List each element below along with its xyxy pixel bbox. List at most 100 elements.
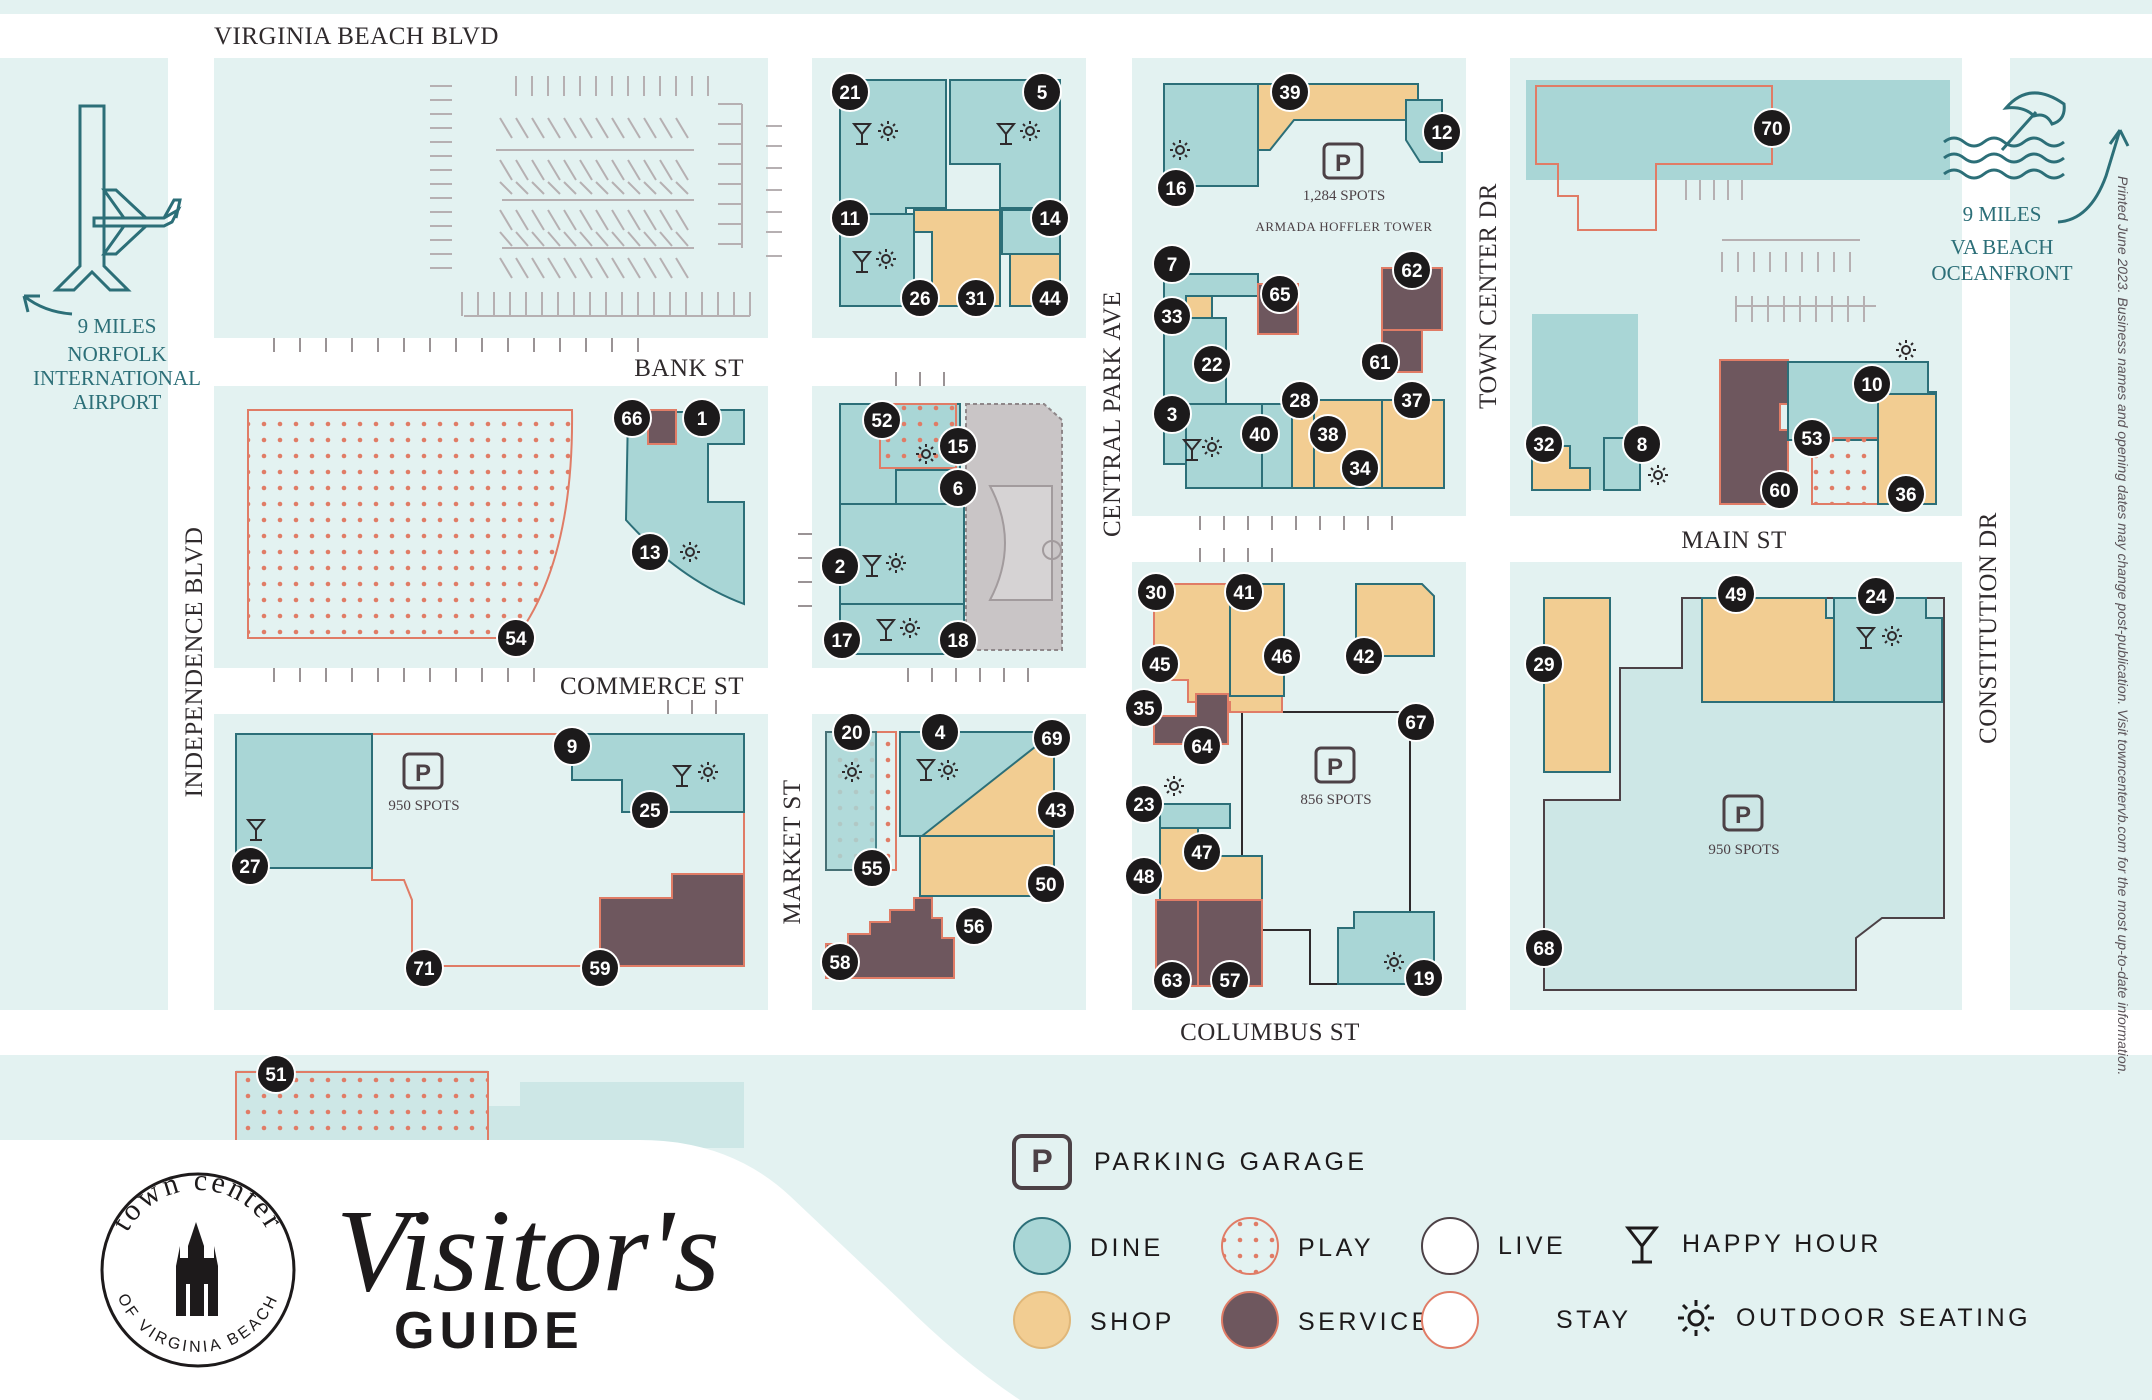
marker-17[interactable]: 17 — [822, 620, 862, 660]
marker-55[interactable]: 55 — [852, 848, 892, 888]
marker-66[interactable]: 66 — [612, 398, 652, 438]
marker-badge[interactable] — [1030, 198, 1070, 238]
marker-14[interactable]: 14 — [1030, 198, 1070, 238]
marker-5[interactable]: 5 — [1022, 72, 1062, 112]
marker-badge[interactable] — [230, 846, 270, 886]
marker-54[interactable]: 54 — [496, 618, 536, 658]
marker-20[interactable]: 20 — [832, 712, 872, 752]
marker-badge[interactable] — [612, 398, 652, 438]
marker-badge[interactable] — [822, 620, 862, 660]
marker-32[interactable]: 32 — [1524, 424, 1564, 464]
marker-2[interactable]: 2 — [820, 546, 860, 586]
marker-57[interactable]: 57 — [1210, 960, 1250, 1000]
marker-51[interactable]: 51 — [256, 1054, 296, 1094]
marker-48[interactable]: 48 — [1124, 856, 1164, 896]
marker-43[interactable]: 43 — [1036, 790, 1076, 830]
marker-badge[interactable] — [1404, 958, 1444, 998]
marker-badge[interactable] — [1792, 418, 1832, 458]
marker-badge[interactable] — [830, 198, 870, 238]
marker-badge[interactable] — [938, 426, 978, 466]
marker-badge[interactable] — [1152, 296, 1192, 336]
marker-badge[interactable] — [580, 948, 620, 988]
marker-badge[interactable] — [832, 712, 872, 752]
marker-badge[interactable] — [1524, 424, 1564, 464]
marker-badge[interactable] — [1032, 718, 1072, 758]
marker-69[interactable]: 69 — [1032, 718, 1072, 758]
marker-42[interactable]: 42 — [1344, 636, 1384, 676]
marker-13[interactable]: 13 — [630, 532, 670, 572]
marker-30[interactable]: 30 — [1136, 572, 1176, 612]
marker-12[interactable]: 12 — [1422, 112, 1462, 152]
marker-24[interactable]: 24 — [1856, 576, 1896, 616]
marker-badge[interactable] — [820, 942, 860, 982]
marker-badge[interactable] — [1262, 636, 1302, 676]
marker-badge[interactable] — [1280, 380, 1320, 420]
marker-badge[interactable] — [404, 948, 444, 988]
marker-badge[interactable] — [830, 72, 870, 112]
marker-badge[interactable] — [1224, 572, 1264, 612]
marker-61[interactable]: 61 — [1360, 342, 1400, 382]
marker-badge[interactable] — [920, 712, 960, 752]
marker-31[interactable]: 31 — [956, 278, 996, 318]
marker-badge[interactable] — [1422, 112, 1462, 152]
marker-7[interactable]: 7 — [1152, 244, 1192, 284]
marker-3[interactable]: 3 — [1152, 394, 1192, 434]
marker-4[interactable]: 4 — [920, 712, 960, 752]
marker-64[interactable]: 64 — [1182, 726, 1222, 766]
marker-71[interactable]: 71 — [404, 948, 444, 988]
marker-47[interactable]: 47 — [1182, 832, 1222, 872]
marker-45[interactable]: 45 — [1140, 644, 1180, 684]
marker-22[interactable]: 22 — [1192, 344, 1232, 384]
marker-59[interactable]: 59 — [580, 948, 620, 988]
marker-badge[interactable] — [1140, 644, 1180, 684]
marker-badge[interactable] — [1760, 470, 1800, 510]
marker-21[interactable]: 21 — [830, 72, 870, 112]
marker-6[interactable]: 6 — [938, 468, 978, 508]
marker-badge[interactable] — [1852, 364, 1892, 404]
marker-badge[interactable] — [1260, 274, 1300, 314]
marker-badge[interactable] — [1124, 784, 1164, 824]
marker-badge[interactable] — [1152, 394, 1192, 434]
marker-badge[interactable] — [1136, 572, 1176, 612]
marker-badge[interactable] — [630, 532, 670, 572]
marker-badge[interactable] — [862, 400, 902, 440]
marker-badge[interactable] — [682, 398, 722, 438]
marker-badge[interactable] — [900, 278, 940, 318]
marker-badge[interactable] — [938, 620, 978, 660]
marker-badge[interactable] — [1622, 424, 1662, 464]
marker-badge[interactable] — [1752, 108, 1792, 148]
marker-33[interactable]: 33 — [1152, 296, 1192, 336]
marker-badge[interactable] — [1392, 380, 1432, 420]
marker-58[interactable]: 58 — [820, 942, 860, 982]
marker-badge[interactable] — [938, 468, 978, 508]
marker-37[interactable]: 37 — [1392, 380, 1432, 420]
marker-badge[interactable] — [256, 1054, 296, 1094]
marker-badge[interactable] — [1524, 644, 1564, 684]
marker-10[interactable]: 10 — [1852, 364, 1892, 404]
marker-35[interactable]: 35 — [1124, 688, 1164, 728]
marker-1[interactable]: 1 — [682, 398, 722, 438]
marker-badge[interactable] — [1360, 342, 1400, 382]
marker-badge[interactable] — [1182, 832, 1222, 872]
marker-badge[interactable] — [1396, 702, 1436, 742]
marker-53[interactable]: 53 — [1792, 418, 1832, 458]
marker-46[interactable]: 46 — [1262, 636, 1302, 676]
marker-badge[interactable] — [496, 618, 536, 658]
marker-28[interactable]: 28 — [1280, 380, 1320, 420]
marker-70[interactable]: 70 — [1752, 108, 1792, 148]
marker-26[interactable]: 26 — [900, 278, 940, 318]
marker-badge[interactable] — [1210, 960, 1250, 1000]
marker-60[interactable]: 60 — [1760, 470, 1800, 510]
marker-badge[interactable] — [1308, 414, 1348, 454]
marker-badge[interactable] — [1270, 72, 1310, 112]
marker-badge[interactable] — [954, 906, 994, 946]
marker-9[interactable]: 9 — [552, 726, 592, 766]
marker-badge[interactable] — [1124, 856, 1164, 896]
marker-52[interactable]: 52 — [862, 400, 902, 440]
marker-65[interactable]: 65 — [1260, 274, 1300, 314]
marker-11[interactable]: 11 — [830, 198, 870, 238]
marker-badge[interactable] — [956, 278, 996, 318]
marker-badge[interactable] — [820, 546, 860, 586]
marker-badge[interactable] — [1344, 636, 1384, 676]
marker-27[interactable]: 27 — [230, 846, 270, 886]
